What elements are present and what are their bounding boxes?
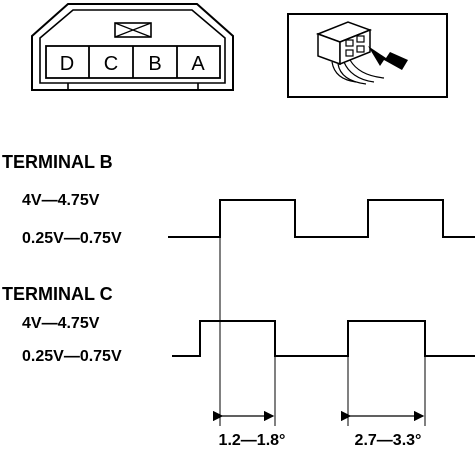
connector-face: D C B A — [31, 3, 234, 91]
terminal-b-high-level: 4V—4.75V — [22, 192, 100, 209]
wires-icon — [331, 59, 385, 85]
terminal-b-title: TERMINAL B — [2, 152, 113, 172]
terminal-b-waveform — [168, 199, 475, 238]
pin-label-a: A — [191, 53, 205, 75]
phase-offset-first — [212, 237, 276, 426]
terminal-c-low-level: 0.25V—0.75V — [22, 348, 122, 365]
phase-offset-second-label: 2.7—3.3° — [355, 432, 422, 449]
connector-icon — [315, 21, 373, 66]
phase-offset-first-label: 1.2—1.8° — [219, 432, 286, 449]
pin-label-b: B — [148, 53, 161, 75]
terminal-b-low-level: 0.25V—0.75V — [22, 230, 122, 247]
terminal-c-waveform — [172, 320, 475, 357]
phase-offset-second — [340, 356, 426, 426]
terminal-c-high-level: 4V—4.75V — [22, 315, 100, 332]
pin-label-c: C — [104, 53, 118, 75]
connector-latch — [114, 22, 152, 38]
probe-illustration — [287, 13, 448, 98]
pin-label-d: D — [60, 53, 74, 75]
terminal-c-title: TERMINAL C — [2, 284, 113, 304]
arrow-icon — [368, 46, 408, 70]
